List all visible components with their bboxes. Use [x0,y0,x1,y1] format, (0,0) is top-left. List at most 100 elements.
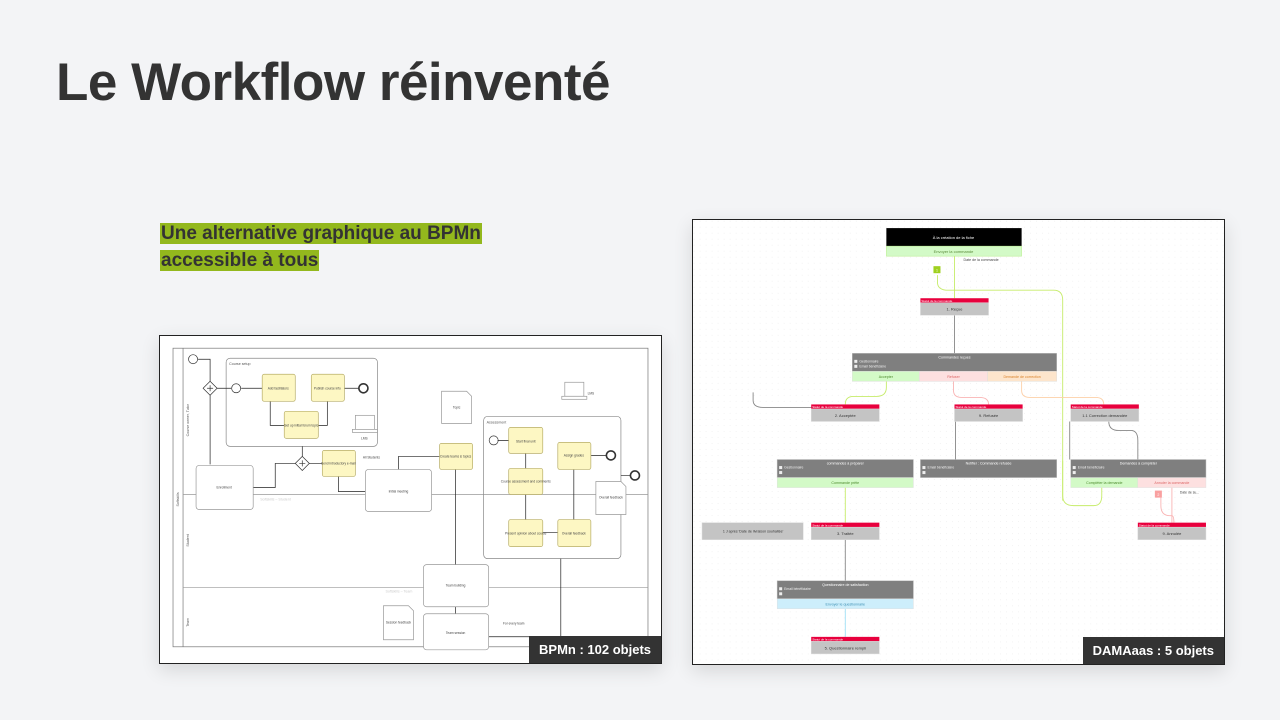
task-field: Email bénéficiaire [859,365,886,369]
start-event [188,354,198,365]
parallel-gateway [202,380,218,396]
state-correction[interactable]: Statut de la commande 1.1 Correction dema… [1070,404,1140,422]
lms-label: LMS [588,391,595,395]
status-header: Statut de la commande [921,299,952,303]
bpmn-caption: BPMn : 102 objets [529,636,661,663]
events [188,354,641,481]
status-header: Statut de la commande [1139,523,1170,527]
task-title: Commandes reçues [938,355,970,359]
task-title: Questionnaire de satisfaction [822,583,868,587]
task-field: Email bénéficiaire [1078,466,1105,470]
task-action-button[interactable]: Demande de correction [987,371,1057,382]
lanes: Softskills Course owner, Tutor Student T… [172,347,649,648]
task-label: Overall feedback [562,532,586,536]
task-a_preparer[interactable]: commandes à préparerGestionnaireCommande… [776,459,914,488]
action-label: Annuler la commande [1154,481,1189,485]
status-header: Statut de la commande [1072,405,1103,409]
lms-label: LMS [361,436,368,440]
trigger-badge: 1 [936,269,938,273]
annotation: For every team [503,622,525,626]
task-label: Team session [446,631,466,635]
task-field: Gestionnaire [784,466,803,470]
task-field: Gestionnaire [859,360,878,364]
lane-label: Course owner, Tutor [186,403,190,436]
end-event [629,470,641,481]
tasks: Add facilitators Publish course info Set… [195,373,627,651]
date-label: Date de su... [1180,491,1199,495]
parallel-gateway [294,455,310,471]
action-label: Commande prête [831,481,859,485]
task-action-button[interactable]: Accepter [852,371,920,382]
page-title: Le Workflow réinventé [56,53,610,112]
action-label: Demande de correction [1003,375,1040,379]
trigger-title: À la création de la fiche [933,235,975,240]
doc-label: Session feedback [386,621,412,625]
task-title: Demandes à compléter [1120,462,1158,466]
lane-sep-label: Softskills – Student [260,498,291,502]
task-action-button[interactable]: Annuler la commande [1137,477,1207,488]
pool-label: Softskills [176,492,180,506]
trigger-action[interactable] [886,245,1022,257]
timer-label: 1 J après 'Date de livraison souhaitée' [723,530,784,534]
lane-label: Student [186,534,190,546]
flows [198,358,630,638]
bpmn-diagram: Softskills Course owner, Tutor Student T… [159,335,662,664]
task-title: Notifier : Commande refusée [966,462,1012,466]
task-action-button[interactable]: Envoyer le questionnaire [776,598,914,610]
state-traitee[interactable]: Statut de la commande 3. Traitée [810,522,880,540]
state-label: 9. Annulée [1162,531,1182,536]
task-action-button[interactable]: Refuser [919,371,988,382]
action-label: Refuser [947,375,960,379]
task-label: Start final unit [516,439,536,443]
state-annulee[interactable]: Statut de la commande 9. Annulée [1137,522,1207,540]
task-field: Email bénéficiaire [784,587,811,591]
damaaas-diagram: À la création de la fiche Envoyer la com… [692,219,1225,665]
annotation: All Students [363,455,380,459]
lane-label: Team [186,618,190,627]
state-label: 3. Traitée [837,531,854,536]
task-label: Assign grades [564,453,585,457]
trigger-block: À la création de la fiche Envoyer la com… [886,228,1022,274]
state-acceptee[interactable]: Statut de la commande 2. Acceptée [810,404,880,422]
task-label: Course assessment and comments [501,479,551,483]
subtitle-line-2: accessible à tous [160,250,320,271]
action-label: Envoyer le questionnaire [826,602,866,606]
state-refusee[interactable]: Statut de la commande 9. Refusée [954,404,1023,422]
end-event [358,382,369,394]
status-header: Statut de la commande [812,637,843,641]
damaaas-caption: DAMAaas : 5 objets [1082,637,1224,664]
task-label: Enrollment [217,485,232,489]
timer: 1 J après 'Date de livraison souhaitée' [701,522,804,540]
status-header: Statut de la commande [812,523,843,527]
state-label: 2. Acceptée [835,413,857,418]
state-label: 1.1 Correction demandée [1082,413,1128,418]
end-event [605,450,617,461]
label: Assessment [487,420,507,424]
action-label: Compléter la demande [1086,481,1122,485]
status-header: Statut de la commande [812,405,843,409]
trigger-date: Date de la commande [964,258,999,262]
state-label: 9. Refusée [979,413,999,418]
task-label: Send introductory e-mail [321,461,356,465]
doc-label: Topic [453,405,461,409]
task-title: commandes à préparer [827,462,865,466]
status-header: Statut de la commande [955,405,986,409]
task-action-button[interactable]: Commande prête [776,477,914,488]
task-action-button[interactable]: Compléter la demande [1070,477,1139,488]
label: Course setup [229,362,250,366]
connectors [752,256,1175,637]
trigger-action-label: Envoyer la commande [934,249,975,254]
bpmn-svg: Softskills Course owner, Tutor Student T… [172,347,649,651]
task-label: Set up initial forum topic [284,423,318,427]
lane-sep-label: Softskills – Team [385,590,412,594]
task-label: Initial meeting [389,489,409,493]
subtitle: Une alternative graphique au BPMn access… [160,220,482,274]
task-label: Create teams & topics [440,454,472,458]
